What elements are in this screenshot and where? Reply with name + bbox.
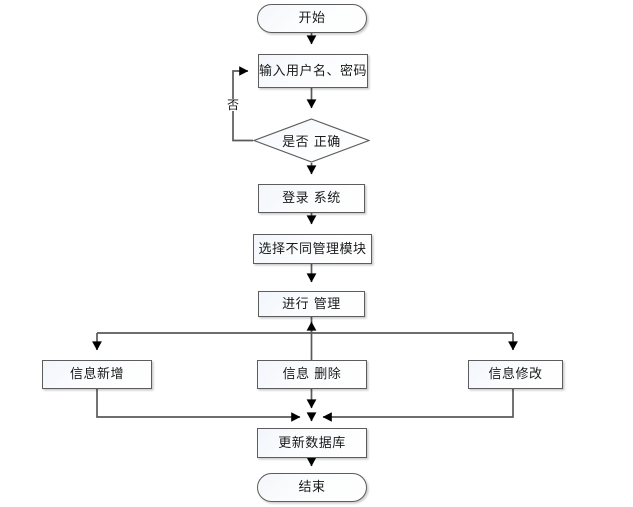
node-input-credentials-label: 输入用户名、密码 [259, 63, 368, 79]
connector-modify-to-merge [322, 389, 514, 422]
node-select-module[interactable]: 选择不同管理模块 [253, 234, 372, 264]
node-end[interactable]: 结束 [257, 473, 367, 502]
node-start-label: 开始 [298, 11, 326, 26]
node-info-modify[interactable]: 信息修改 [468, 360, 563, 389]
edge-label-no-text: 否 [227, 98, 240, 112]
node-perform-management-label: 进行 管理 [282, 296, 341, 312]
node-update-database-label: 更新数据库 [278, 435, 346, 451]
node-update-database[interactable]: 更新数据库 [257, 428, 367, 458]
node-check-correct[interactable]: 是否 正确 [253, 118, 370, 163]
edge-label-no: 否 [226, 98, 241, 112]
connector-add-to-merge [96, 389, 301, 422]
node-input-credentials[interactable]: 输入用户名、密码 [258, 54, 368, 88]
node-info-delete-label: 信息 删除 [282, 367, 342, 382]
node-start[interactable]: 开始 [257, 4, 367, 33]
node-login-system[interactable]: 登录 系统 [258, 184, 365, 213]
node-info-modify-label: 信息修改 [488, 367, 543, 382]
node-select-module-label: 选择不同管理模块 [258, 241, 367, 257]
node-info-add[interactable]: 信息新增 [42, 360, 152, 389]
diamond-shape [253, 118, 370, 163]
node-info-add-label: 信息新增 [69, 367, 124, 382]
node-end-label: 结束 [298, 480, 326, 495]
node-info-delete[interactable]: 信息 删除 [257, 360, 367, 389]
node-login-system-label: 登录 系统 [282, 191, 341, 206]
node-perform-management[interactable]: 进行 管理 [258, 291, 365, 317]
